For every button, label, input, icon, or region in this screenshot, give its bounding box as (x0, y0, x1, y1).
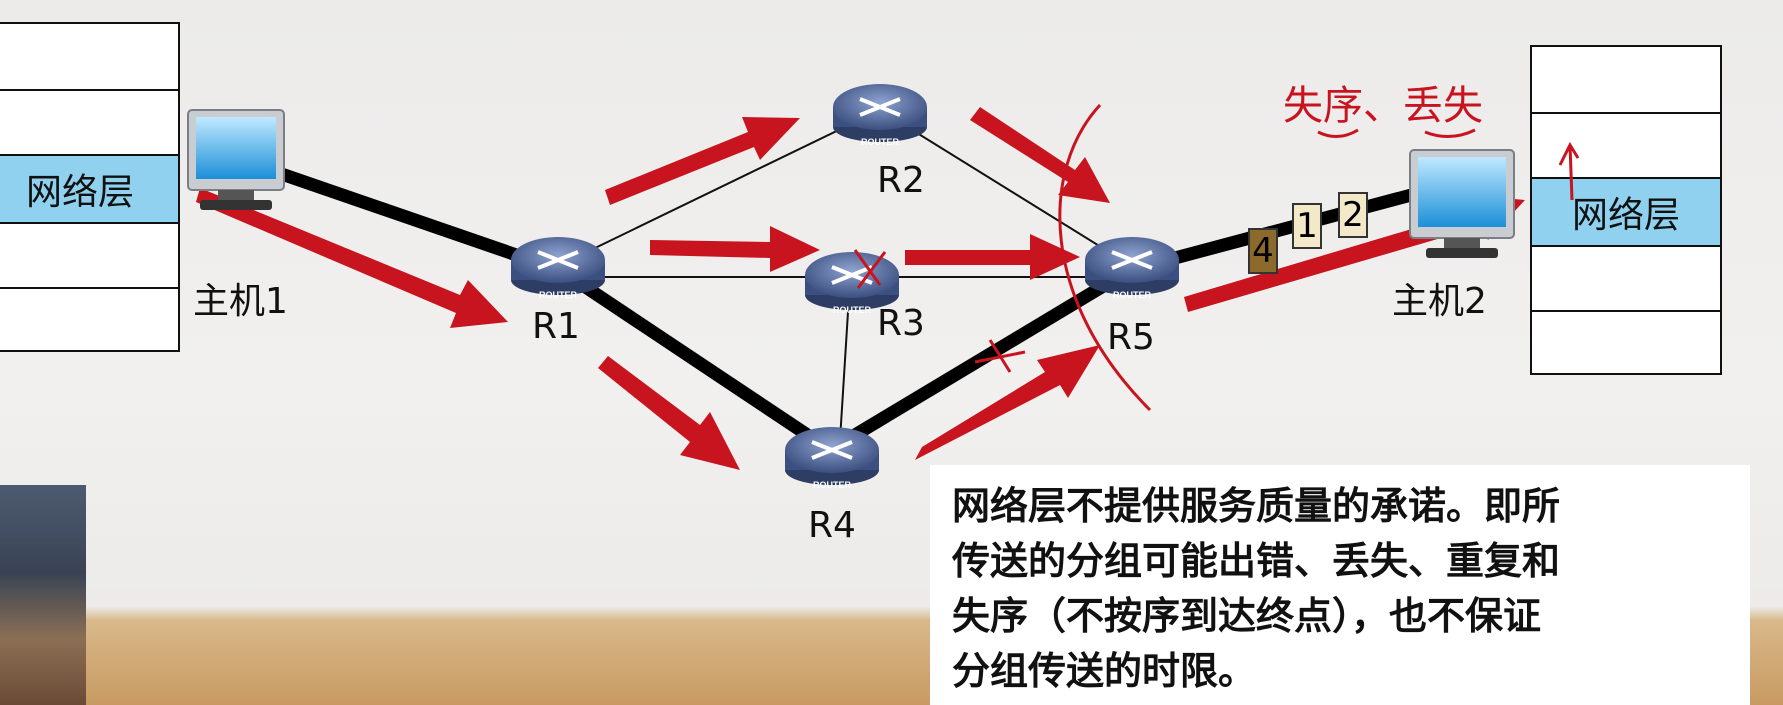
arrow-r1-r4 (598, 356, 740, 470)
handwritten-annotation: 失序、丢失 (1283, 83, 1483, 129)
router-badge: ROUTER (861, 137, 900, 147)
router-badge: ROUTER (1113, 290, 1152, 300)
explanation-line: 网络层不提供服务质量的承诺。即所 (952, 484, 1561, 528)
arrow-r4-r5 (915, 345, 1100, 460)
host1-computer-icon (187, 109, 285, 210)
arrow-host1-r1 (196, 188, 508, 328)
stack-layer (0, 287, 178, 352)
router-r5-icon: ROUTER (1085, 237, 1179, 300)
stack-layer (0, 89, 178, 154)
host2-network-layer-label: 网络层 (1571, 195, 1680, 236)
router-r1-icon: ROUTER (511, 237, 605, 300)
cut-arc-mark (1058, 103, 1152, 412)
host1-label: 主机1 (193, 281, 288, 322)
tick-host2-mark (1558, 141, 1580, 201)
explanation-textbox: 网络层不提供服务质量的承诺。即所 传送的分组可能出错、丢失、重复和 失序（不按序… (930, 465, 1750, 705)
stack-layer (1532, 310, 1720, 375)
router-r2-label: R2 (877, 160, 925, 201)
stack-layer (0, 222, 178, 287)
host2-label: 主机2 (1392, 281, 1487, 322)
host1-network-layer-label: 网络层 (25, 172, 134, 213)
arrow-to-r3 (650, 226, 820, 272)
host2-protocol-stack: 网络层 (1530, 45, 1722, 375)
presenter-webcam (0, 485, 86, 705)
stack-layer (1532, 245, 1720, 310)
underline-mark (1317, 128, 1476, 138)
router-badge: ROUTER (539, 290, 578, 300)
router-r4-icon: ROUTER (785, 427, 879, 490)
host1-protocol-stack: 网络层 (0, 22, 180, 352)
router-r3-label: R3 (877, 303, 925, 344)
packet-4: 4 (1248, 228, 1278, 274)
stack-layer (1532, 112, 1720, 177)
router-r5-label: R5 (1107, 317, 1155, 358)
router-badge: ROUTER (813, 480, 852, 490)
router-r1-label: R1 (532, 306, 580, 347)
router-r4-label: R4 (808, 505, 856, 546)
router-badge: ROUTER (833, 305, 872, 315)
packet-2: 2 (1338, 192, 1368, 238)
handwritten-marks (853, 103, 1580, 412)
host2-network-layer: 网络层 (1532, 177, 1720, 245)
host2-computer-icon (1409, 149, 1515, 258)
arrow-to-r2 (605, 117, 800, 205)
arrow-r3-r5 (905, 234, 1080, 280)
host1-network-layer: 网络层 (0, 154, 178, 222)
explanation-line: 传送的分组可能出错、丢失、重复和 (952, 539, 1561, 583)
explanation-line: 分组传送的时限。 (952, 649, 1257, 693)
explanation-line: 失序（不按序到达终点），也不保证 (952, 594, 1542, 638)
cross-r3-mark (853, 249, 887, 289)
arrow-r2-r5 (970, 107, 1110, 203)
packet-1: 1 (1292, 203, 1322, 249)
cross-link-mark (974, 339, 1026, 373)
router-r2-icon: ROUTER (833, 84, 927, 147)
